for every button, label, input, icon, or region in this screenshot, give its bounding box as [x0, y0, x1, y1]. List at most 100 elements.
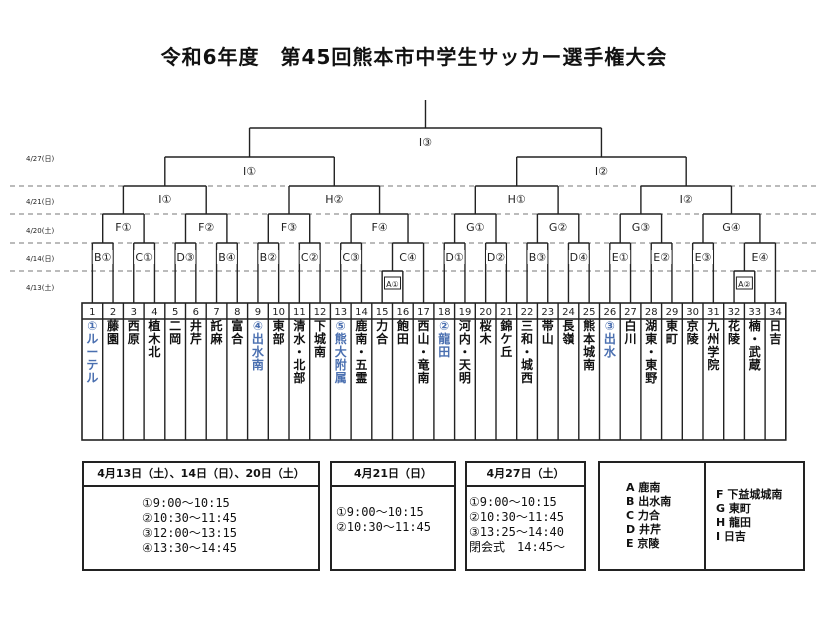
schedule-line: ②10:30～11:45 — [336, 520, 432, 534]
round16-label: F① — [115, 221, 131, 234]
team-number: 4 — [151, 307, 157, 318]
team-number: 19 — [459, 307, 472, 318]
team-name: 井芹 — [189, 319, 202, 346]
round32-label: B④ — [218, 251, 236, 264]
team-number: 29 — [666, 307, 679, 318]
quarterfinal-label-bg — [324, 192, 345, 206]
round16-label-bg — [113, 220, 134, 234]
round16-label-bg — [548, 220, 569, 234]
venue-legend-right: F 下益城城南 G 東町 H 龍田 I 日吉 — [716, 488, 782, 544]
team-number: 3 — [131, 307, 137, 318]
team-number: 23 — [541, 307, 554, 318]
round16-label: F④ — [371, 221, 387, 234]
round16-label: G③ — [632, 221, 651, 234]
team-name: 西原 — [127, 319, 140, 346]
team-name: 九州学院 — [707, 319, 720, 372]
team-number: 22 — [521, 307, 534, 318]
schedule-line: ①9:00～10:15 — [142, 496, 230, 510]
round32-label: C① — [135, 251, 153, 264]
round32-label-bg — [216, 250, 237, 264]
team-name: 長嶺 — [562, 319, 575, 346]
team-number: 13 — [334, 307, 347, 318]
round32-label-bg — [341, 250, 362, 264]
round32-label: E② — [653, 251, 670, 264]
venue-item: C 力合 — [626, 509, 660, 522]
prelim-label: A② — [738, 280, 751, 289]
round16-label-bg — [369, 220, 390, 234]
team-name: 富合 — [231, 319, 244, 346]
prelim-label-bg — [384, 276, 401, 290]
team-number: 9 — [255, 307, 261, 318]
round16-label-bg — [630, 220, 651, 234]
round32-label-bg — [610, 250, 631, 264]
team-number: 12 — [314, 307, 327, 318]
team-number: 33 — [748, 307, 761, 318]
schedule-line: ②10:30～11:45 — [142, 511, 238, 525]
team-number: 21 — [500, 307, 513, 318]
team-number: 11 — [293, 307, 306, 318]
quarterfinal-label: H② — [325, 193, 343, 206]
venue-item: G 東町 — [716, 502, 751, 515]
team-name: 藤園 — [107, 319, 120, 346]
team-number: 2 — [110, 307, 116, 318]
schedule-line: 閉会式 14:45～ — [469, 540, 566, 554]
round16-label: F③ — [281, 221, 297, 234]
team-name: 花陵 — [728, 319, 741, 346]
schedule-header: 4月21日（日） — [332, 463, 454, 487]
round32-label: B③ — [529, 251, 547, 264]
semifinal-label-bg — [591, 164, 612, 178]
team-number: 15 — [376, 307, 389, 318]
venue-item: E 京陵 — [626, 537, 660, 550]
team-name: 東部 — [272, 319, 285, 346]
schedule-line: ③13:25～14:40 — [469, 525, 565, 539]
quarterfinal-label: H① — [508, 193, 526, 206]
round32-label: C③ — [342, 251, 360, 264]
team-number: 10 — [272, 307, 285, 318]
team-number: 28 — [645, 307, 658, 318]
round32-label-bg — [175, 250, 196, 264]
schedule-header: 4月27日（土） — [467, 463, 584, 487]
team-name: 桜木 — [479, 319, 492, 346]
venue-item: B 出水南 — [626, 495, 672, 508]
team-number: 26 — [603, 307, 616, 318]
venue-legend-left: A 鹿南 B 出水南 C 力合 D 井芹 E 京陵 — [626, 481, 671, 551]
round32-label: E① — [612, 251, 629, 264]
team-name: 熊本城南 — [583, 319, 596, 372]
prelim-label: A① — [386, 280, 399, 289]
team-name: 三和・城西 — [521, 319, 534, 385]
team-number: 6 — [193, 307, 199, 318]
team-number: 27 — [624, 307, 637, 318]
page-title: 令和6年度 第45回熊本市中学生サッカー選手権大会 — [160, 45, 668, 69]
team-number: 25 — [583, 307, 596, 318]
team-name: 力合 — [376, 319, 389, 346]
round32-label: D④ — [570, 251, 588, 264]
team-name: 東町 — [665, 319, 678, 346]
team-number: 16 — [396, 307, 409, 318]
round32-label: E③ — [695, 251, 712, 264]
round32-label: C④ — [399, 251, 417, 264]
round32-label-bg — [444, 250, 465, 264]
team-number: 5 — [172, 307, 178, 318]
venue-item: H 龍田 — [716, 516, 752, 529]
round16-label: F② — [198, 221, 214, 234]
round16-label-bg — [279, 220, 299, 234]
quarterfinal-label: I② — [680, 193, 693, 206]
team-name: 湖東・東野 — [645, 319, 658, 385]
schedule-line: ①9:00～10:15 — [469, 495, 557, 509]
round16-label: G④ — [722, 221, 741, 234]
semifinal-label: I① — [243, 165, 256, 178]
round32-label-bg — [527, 250, 548, 264]
team-name: 日吉 — [769, 319, 782, 346]
team-name: 託麻 — [210, 319, 223, 346]
venue-item: I 日吉 — [716, 530, 746, 543]
quarterfinal-label: I① — [158, 193, 171, 206]
round32-label-bg — [134, 250, 155, 264]
round16-label-bg — [721, 220, 742, 234]
team-name: 鹿南・五霊 — [355, 319, 368, 385]
round32-label: D③ — [176, 251, 194, 264]
schedule-line: ①9:00～10:15 — [336, 505, 424, 519]
